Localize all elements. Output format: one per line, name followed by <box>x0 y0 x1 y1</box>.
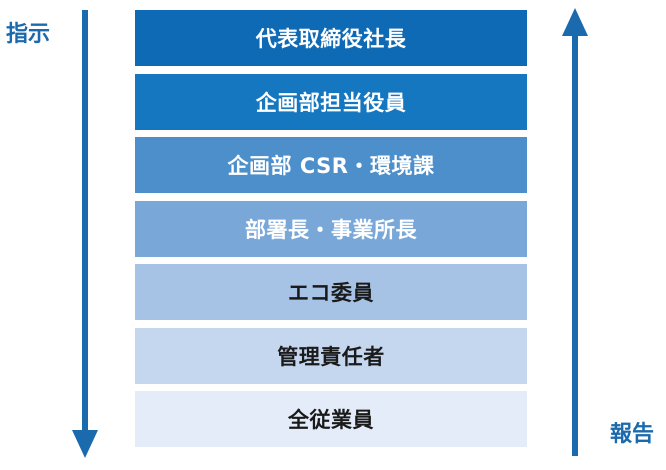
tier-manager-in-charge: 管理責任者 <box>135 327 527 384</box>
tier-label: エコ委員 <box>288 281 374 305</box>
tier-label: 部署長・事業所長 <box>245 217 417 242</box>
tier-label: 企画部担当役員 <box>255 90 407 115</box>
hierarchy-stack: 代表取締役社長 企画部担当役員 企画部 CSR・環境課 部署長・事業所長 エコ委… <box>135 10 527 447</box>
tier-all-employees: 全従業員 <box>135 391 527 447</box>
tier-label: 全従業員 <box>288 408 374 432</box>
tier-eco-committee: エコ委員 <box>135 264 527 320</box>
tier-department-heads: 部署長・事業所長 <box>135 200 527 257</box>
tier-label: 管理責任者 <box>277 344 385 369</box>
instruction-down-arrow-icon <box>72 10 98 458</box>
tier-label: 企画部 CSR・環境課 <box>227 154 435 178</box>
tier-ceo: 代表取締役社長 <box>135 10 527 66</box>
tier-csr-environment-section: 企画部 CSR・環境課 <box>135 137 527 193</box>
instruction-label: 指示 <box>6 22 51 47</box>
tier-planning-officer: 企画部担当役員 <box>135 73 527 130</box>
report-label: 報告 <box>610 422 655 447</box>
report-up-arrow-icon <box>562 8 588 456</box>
tier-label: 代表取締役社長 <box>255 27 407 51</box>
